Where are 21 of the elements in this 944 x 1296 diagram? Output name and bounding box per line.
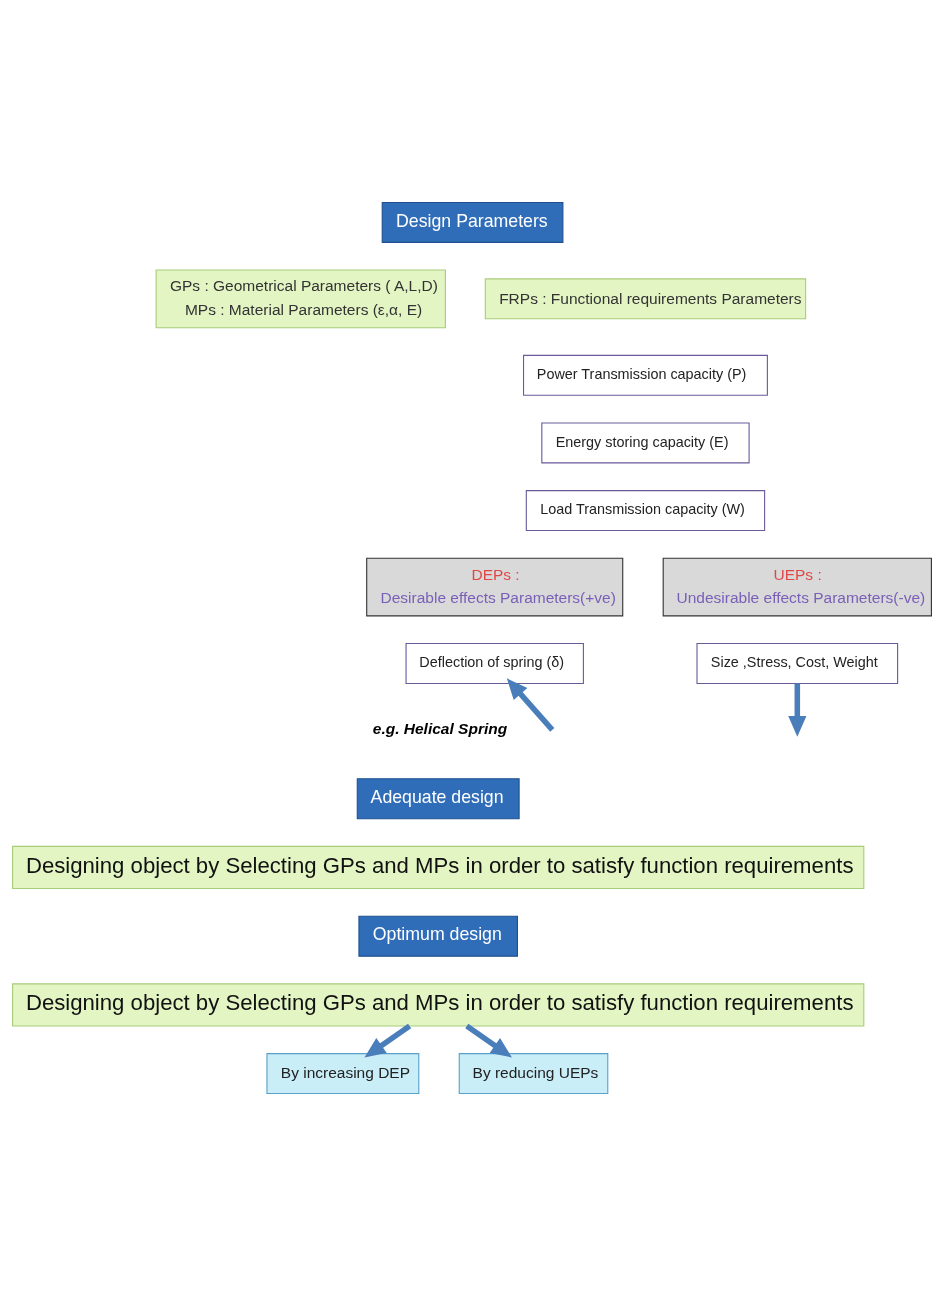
node-box: Design Parameters bbox=[381, 201, 564, 243]
node-box: Deflection of spring (δ) bbox=[405, 643, 584, 685]
arrow bbox=[364, 1023, 412, 1058]
node-box: FRPs : Functional requirements Parameters bbox=[484, 278, 807, 320]
arrow bbox=[506, 678, 555, 732]
node-box: By reducing UEPs bbox=[458, 1053, 609, 1095]
node-box: DEPs : Desirable effects Parameters(+ve) bbox=[366, 557, 624, 617]
arrow bbox=[465, 1023, 512, 1058]
arrow bbox=[788, 683, 807, 737]
node-box: Power Transmission capacity (P) bbox=[523, 354, 768, 396]
node-box: By increasing DEP bbox=[266, 1053, 420, 1095]
node-box: Designing object by Selecting GPs and MPs in order to satisfy function requirements bbox=[12, 983, 865, 1027]
node-box: Size ,Stress, Cost, Weight bbox=[696, 643, 899, 685]
node-box: UEPs : Undesirable effects Parameters(-ve) bbox=[662, 557, 932, 617]
node-box: Designing object by Selecting GPs and MPs in order to satisfy function requirements bbox=[12, 845, 865, 890]
node-box: Load Transmission capacity (W) bbox=[525, 490, 766, 532]
node-box: GPs : Geometrical Parameters ( A,L,D) MPs : Material Parameters (ε,α, E) bbox=[155, 269, 446, 329]
node-box: Energy storing capacity (E) bbox=[541, 422, 750, 464]
node-box: Adequate design bbox=[356, 778, 520, 820]
label: e.g. Helical Spring bbox=[372, 720, 508, 738]
node-box: Optimum design bbox=[358, 915, 518, 957]
